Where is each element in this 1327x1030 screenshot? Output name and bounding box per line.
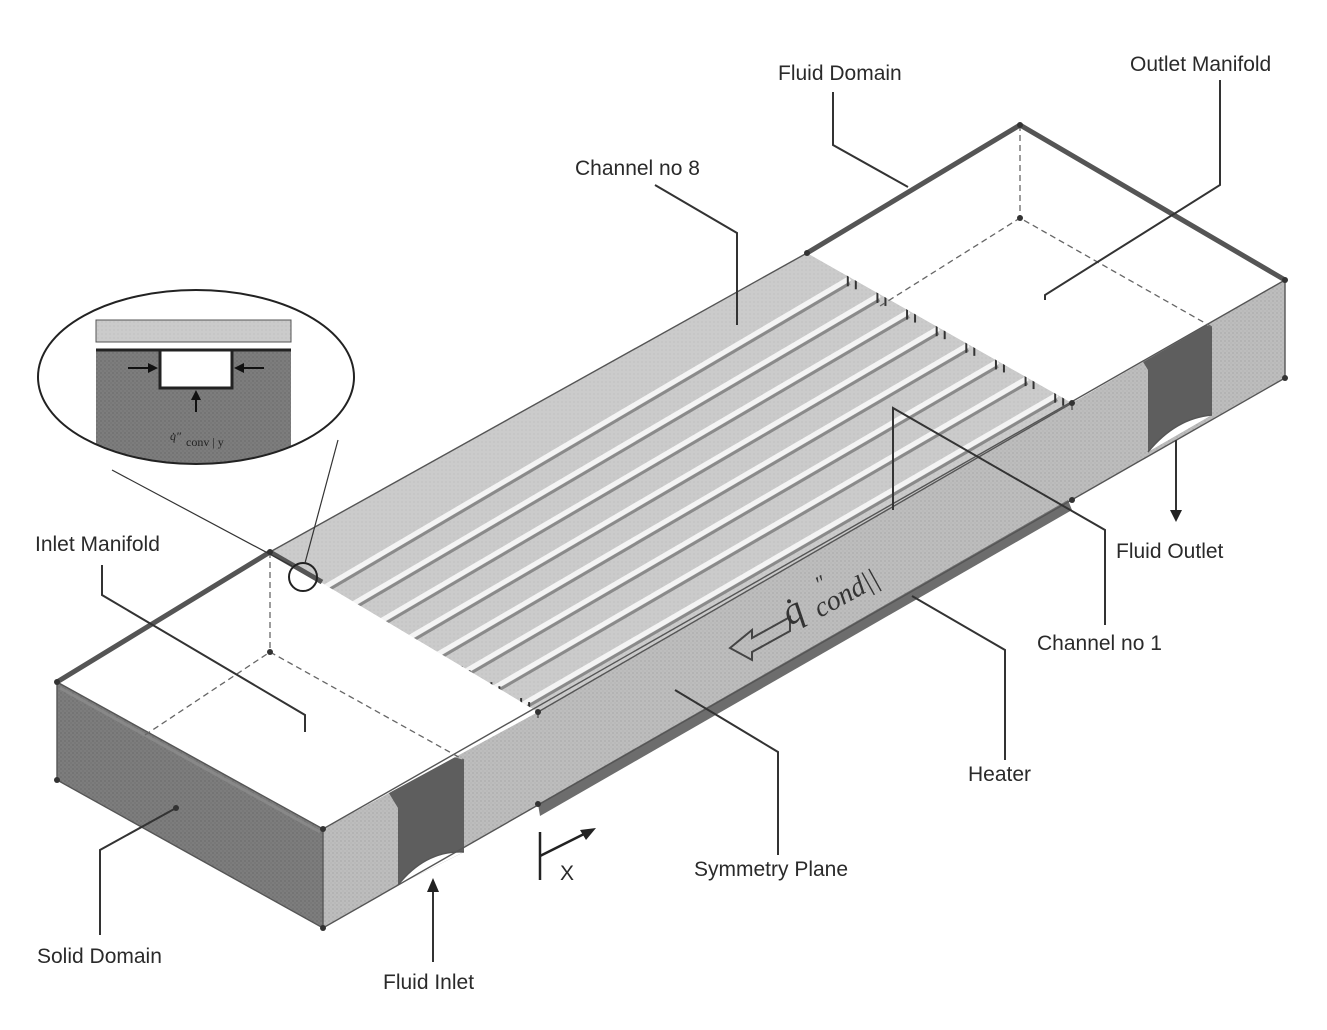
x-axis-label: X — [560, 862, 574, 885]
detail-callout-circle — [288, 562, 318, 592]
leader-channel-8 — [654, 184, 738, 325]
flux-arrow-icon — [728, 615, 791, 662]
label-heater: Heater — [968, 763, 1031, 786]
vertex-markers — [54, 122, 1288, 931]
label-fluid-outlet: Fluid Outlet — [1116, 540, 1224, 563]
channel-groove-1 — [313, 276, 852, 596]
channel-groove-8 — [521, 392, 1059, 707]
channel-groove-shadow — [433, 348, 970, 663]
channel-groove-6 — [462, 359, 1000, 675]
channel-groove-3 — [373, 309, 911, 627]
label-solid-domain: Solid Domain — [37, 945, 162, 968]
channel-groove-2 — [343, 292, 881, 611]
label-outlet-manifold: Outlet Manifold — [1130, 53, 1271, 76]
label-fluid-inlet: Fluid Inlet — [383, 971, 474, 994]
outlet-manifold-top — [807, 125, 1285, 403]
microchannels — [311, 272, 1065, 716]
solid-domain-end-face — [57, 682, 323, 928]
inset-flux-subscript: conv | y — [186, 435, 224, 449]
channel-groove-shadow — [403, 331, 940, 647]
leader-heater — [911, 595, 1006, 760]
label-channel-1: Channel no 1 — [1037, 632, 1162, 655]
channel-groove-shadow — [343, 298, 881, 616]
label-channel-8: Channel no 8 — [575, 157, 700, 180]
channel-groove-shadow — [373, 315, 910, 631]
heater-strip — [538, 500, 1072, 816]
channel-groove-4 — [402, 326, 940, 643]
channel-detail-inset: q̇″ conv | y — [37, 289, 355, 592]
channel-groove-7 — [492, 375, 1029, 691]
label-fluid-domain: Fluid Domain — [778, 62, 902, 85]
channel-groove-5 — [432, 342, 970, 659]
label-symmetry-plane: Symmetry Plane — [694, 858, 848, 881]
label-inlet-manifold: Inlet Manifold — [35, 533, 160, 556]
leader-symmetry-plane — [674, 689, 779, 855]
leader-channel-1 — [892, 406, 1106, 625]
leader-outlet-manifold — [1044, 80, 1221, 300]
inlet-manifold-top — [57, 552, 538, 829]
channel-groove-shadow — [314, 282, 851, 600]
leader-inlet-manifold — [101, 565, 306, 732]
leader-fluid-domain — [832, 92, 909, 188]
inset-flux-symbol: q̇″ — [170, 429, 182, 443]
leader-solid-domain — [99, 807, 177, 935]
fluid-inlet-port — [384, 755, 465, 886]
x-axis-indicator: X — [538, 828, 596, 885]
symmetry-plane-face — [323, 280, 1285, 928]
